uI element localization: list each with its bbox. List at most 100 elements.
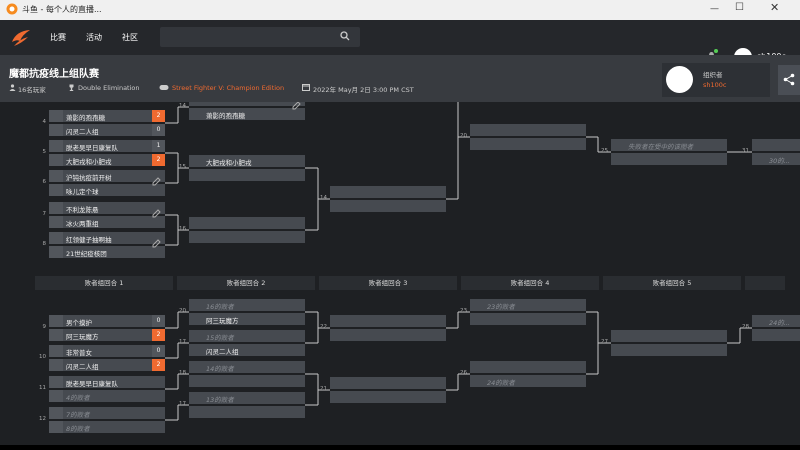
player-slot[interactable] (330, 200, 446, 212)
match-card[interactable]: 28 24的... (742, 315, 800, 341)
player-slot[interactable] (189, 231, 305, 243)
score-badge: 2 (152, 359, 165, 371)
player-slot[interactable]: 24的... (752, 315, 800, 327)
player-slot[interactable]: 8的败者 (49, 421, 165, 433)
match-card[interactable]: 22 (320, 315, 446, 341)
player-slot[interactable]: 冰火两重组 (49, 216, 165, 228)
player-slot[interactable]: 15的败者 (189, 330, 305, 342)
player-slot[interactable] (470, 124, 586, 136)
organizer-card[interactable]: 组织者 sh100c (662, 63, 770, 97)
match-card[interactable]: 17 13的败者 (179, 392, 305, 418)
player-slot[interactable]: 沪钝抗疫前开树 (49, 170, 165, 182)
match-card[interactable]: 21 (320, 377, 446, 403)
share-button[interactable] (778, 65, 800, 95)
player-slot[interactable] (189, 102, 305, 106)
match-card[interactable]: 26 24的败者 (460, 361, 586, 387)
player-slot[interactable] (470, 361, 586, 373)
match-card[interactable]: 14 (320, 186, 446, 212)
player-slot[interactable] (189, 169, 305, 181)
match-card[interactable]: 23 23的败者 (460, 299, 586, 325)
match-card[interactable]: 15 大肥戎和小肥戎 (179, 155, 305, 181)
maximize-button[interactable]: ☐ (735, 2, 744, 13)
player-slot[interactable]: 13的败者 (189, 392, 305, 404)
challonge-logo-icon[interactable] (10, 27, 32, 49)
player-slot[interactable] (189, 375, 305, 387)
player-slot[interactable]: 16的败者 (189, 299, 305, 311)
player-slot[interactable]: 4的败者 (49, 390, 165, 402)
player-slot[interactable]: 7的败者 (49, 407, 165, 419)
player-slot[interactable]: 萧影的孢孢糖 (189, 108, 305, 120)
match-card[interactable]: 31 30的... (742, 139, 800, 165)
match-card[interactable]: 17 15的败者 闪灵二人组 (179, 330, 305, 356)
close-button[interactable]: ✕ (770, 1, 780, 14)
game-link[interactable]: Street Fighter V: Champion Edition (172, 84, 285, 92)
player-slot[interactable] (611, 330, 727, 342)
match-card[interactable]: 8 红领健子抽啊抽 21世纪疫核团 (43, 232, 165, 258)
player-slot[interactable] (611, 153, 727, 165)
edit-icon[interactable] (152, 239, 161, 248)
edit-icon[interactable] (152, 177, 161, 186)
player-slot[interactable]: 24的败者 (470, 375, 586, 387)
match-card[interactable]: 18 14的败者 (179, 361, 305, 387)
player-slot[interactable]: 23的败者 (470, 299, 586, 311)
nav-item-events[interactable]: 活动 (86, 33, 102, 42)
player-slot[interactable]: 闪灵二人组 (189, 344, 305, 356)
player-slot[interactable] (752, 329, 800, 341)
match-card[interactable]: 7 不利龙陈悬 冰火两重组 (43, 202, 165, 228)
player-slot[interactable]: 14的败者 (189, 361, 305, 373)
player-slot[interactable] (611, 344, 727, 356)
player-slot[interactable] (189, 406, 305, 418)
player-slot[interactable]: 咏儿定个球 (49, 184, 165, 196)
match-card[interactable]: 20 16的败者 阿三玩魔方 (179, 299, 305, 325)
player-slot[interactable] (470, 138, 586, 150)
match-card[interactable]: 27 (601, 330, 727, 356)
player-slot[interactable]: 失败者在受中的该图者 (611, 139, 727, 151)
player-slot[interactable] (330, 315, 446, 327)
player-slot[interactable]: 不利龙陈悬 (49, 202, 165, 214)
player-slot[interactable] (330, 186, 446, 198)
match-card[interactable]: 11 脱老吴早日康复队 4的败者 (39, 376, 165, 402)
player-slot[interactable] (752, 139, 800, 151)
player-slot[interactable] (330, 329, 446, 341)
player-slot[interactable]: 红领健子抽啊抽 (49, 232, 165, 244)
player-slot[interactable] (189, 217, 305, 229)
nav-item-matches[interactable]: 比赛 (50, 33, 66, 42)
match-number: 8 (42, 241, 47, 247)
match-card[interactable]: 25 失败者在受中的该图者 (601, 139, 727, 165)
search-box[interactable] (160, 27, 360, 47)
search-input[interactable] (164, 30, 334, 44)
bracket-area[interactable]: 败者组回合 1 败者组回合 2 败者组回合 3 败者组回合 4 败者组回合 5 … (0, 102, 800, 445)
edit-icon[interactable] (292, 102, 301, 110)
organizer-name[interactable]: sh100c (703, 81, 727, 89)
edit-icon[interactable] (152, 209, 161, 218)
player-slot[interactable]: 阿三玩魔方 (189, 313, 305, 325)
player-slot[interactable]: 21世纪疫核团 (49, 246, 165, 258)
player-slot[interactable] (330, 391, 446, 403)
player-slot[interactable]: 大肥戎和小肥戎 (189, 155, 305, 167)
match-card[interactable]: 20 (460, 124, 586, 150)
match-card[interactable]: 6 沪钝抗疫前开树 咏儿定个球 (43, 170, 165, 196)
player-slot[interactable]: 30的... (752, 153, 800, 165)
match-card[interactable]: 16 (179, 217, 305, 243)
seed-badge (49, 154, 63, 166)
match-card[interactable]: 14 萧影的孢孢糖 (179, 102, 305, 120)
player-slot[interactable] (470, 313, 586, 325)
minimize-button[interactable]: — (710, 4, 719, 14)
player-slot[interactable]: 脱老吴早日康复队 (49, 376, 165, 388)
search-icon[interactable] (340, 31, 350, 41)
nav-item-community[interactable]: 社区 (122, 33, 138, 42)
player-slot[interactable] (330, 377, 446, 389)
match-card[interactable]: 12 7的败者 8的败者 (39, 407, 165, 433)
